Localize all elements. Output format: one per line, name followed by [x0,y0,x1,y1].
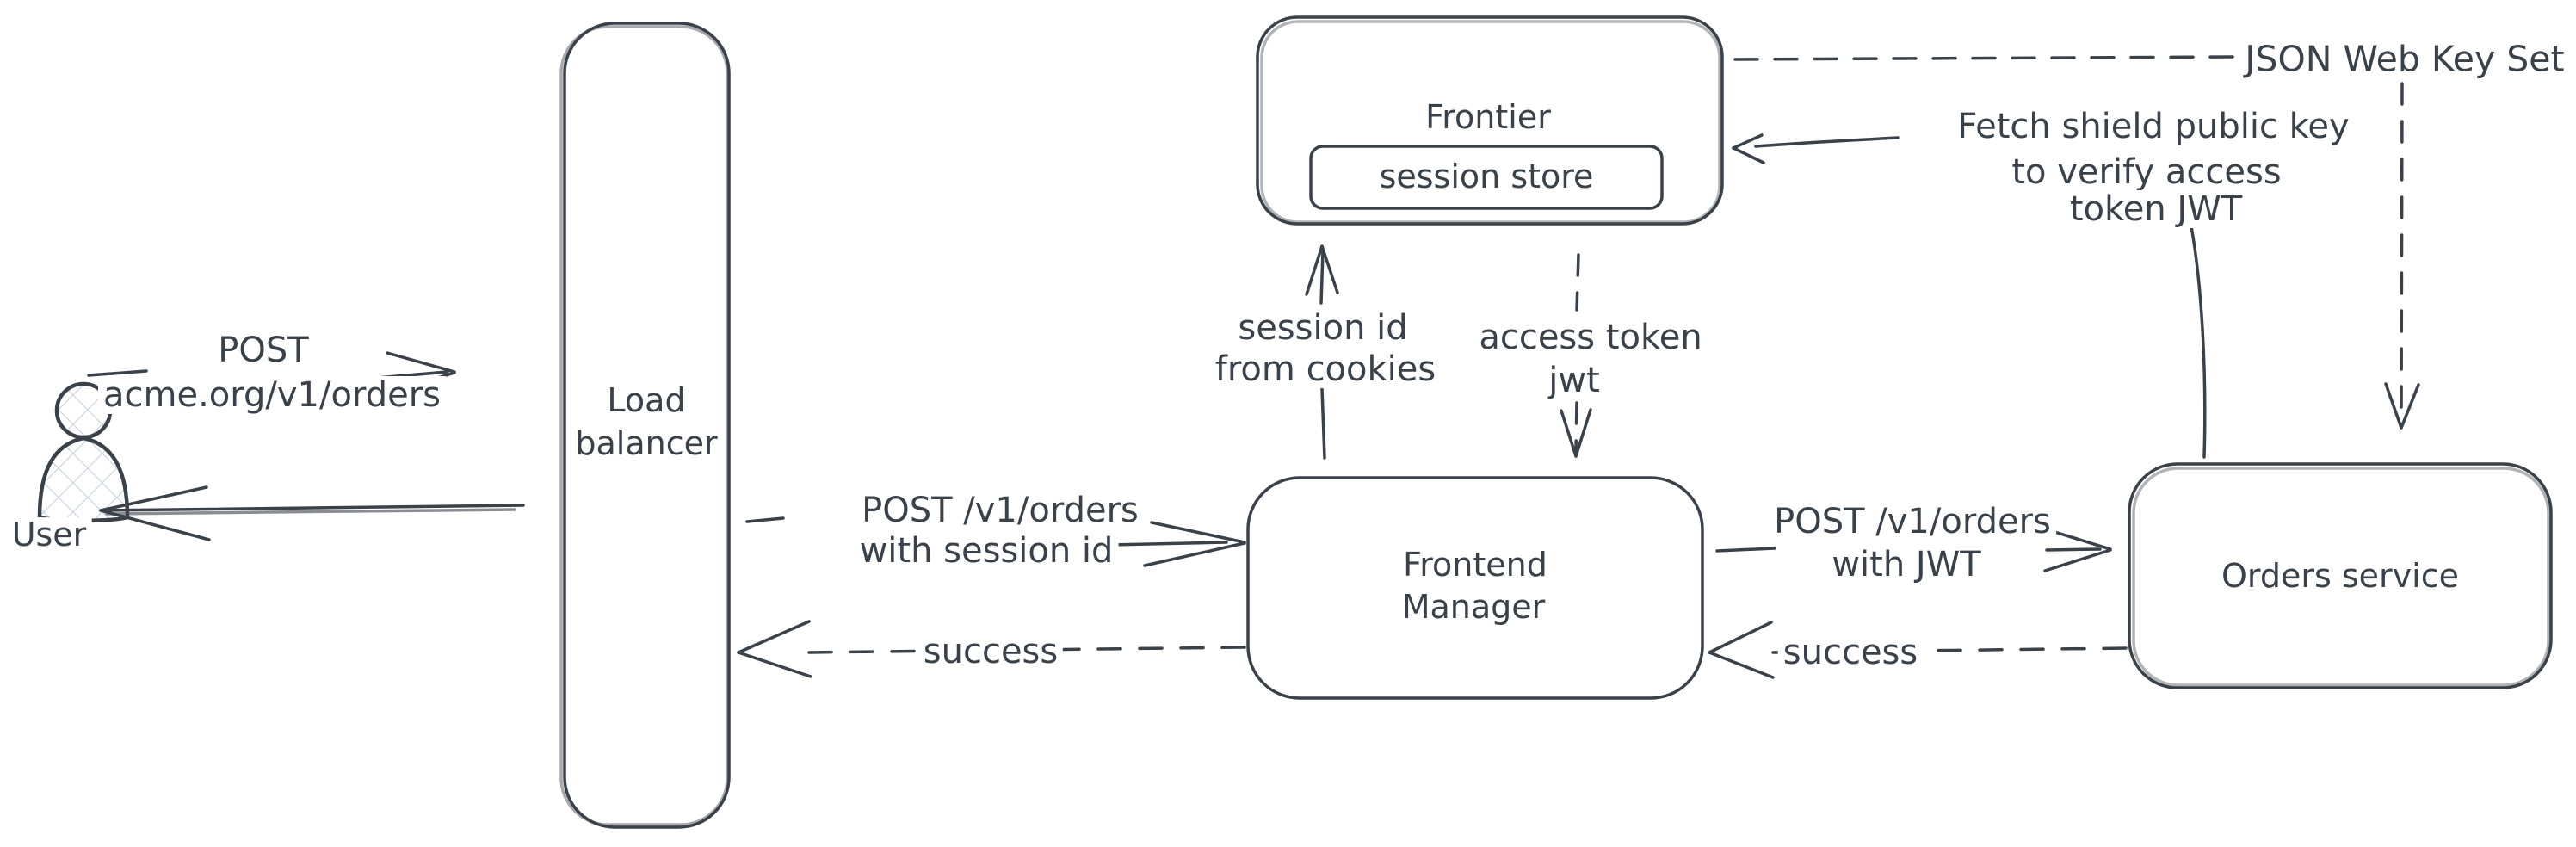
arrow-fm-to-orders [1715,529,2112,572]
edge-label-fm-orders-line1: POST /v1/orders [1769,503,2056,541]
edge-label-success-right: success [1777,634,1924,671]
arrow-fm-to-frontier [1305,244,1339,460]
load-balancer-label-line2: balancer [570,425,723,462]
edge-label-fetch-line3: token JWT [2064,190,2248,228]
frontier-label: Frontier [1420,99,1556,136]
edge-label-fm-orders-line2: with JWT [1826,546,1986,584]
session-store-label: session store [1374,158,1599,195]
edge-label-access-token-line1: access token [1473,318,1708,356]
arrow-store-to-fm [1560,253,1592,458]
edge-label-lb-fm-line2: with session id [854,532,1119,570]
frontend-manager-box [1246,476,1704,700]
edge-label-session-id-line2: from cookies [1209,350,1442,388]
edge-label-fetch-line2: to verify access [2006,153,2287,191]
edge-label-fetch-line1: Fetch shield public key [1952,108,2355,145]
arrow-jwks-to-orders [2384,82,2420,430]
user-label: User [6,516,92,553]
load-balancer-box [559,22,731,829]
line-jwks-to-frontier [1733,55,2238,61]
edge-label-access-token-line2: jwt [1543,362,1605,399]
load-balancer-label-line1: Load [602,382,691,419]
session-store-box [1309,145,1664,210]
edge-label-post-line1: POST [213,331,314,369]
orders-service-box [2128,462,2553,689]
edge-label-lb-fm-line1: POST /v1/orders [856,492,1144,529]
frontend-manager-label-line2: Manager [1396,589,1551,626]
frontier-box [1256,15,1724,226]
arrow-lb-to-fm [745,516,1246,567]
jwks-label: JSON Web Key Set [2239,40,2570,79]
edge-label-session-id-line1: session id [1232,309,1413,347]
orders-service-label: Orders service [2216,558,2464,595]
frontend-manager-label-line1: Frontend [1398,547,1553,584]
arrow-orders-to-frontier [1732,133,2207,459]
edge-label-post-line2: acme.org/v1/orders [98,376,446,414]
arrow-lb-to-user [99,485,525,541]
edge-label-success-left: success [917,633,1064,671]
